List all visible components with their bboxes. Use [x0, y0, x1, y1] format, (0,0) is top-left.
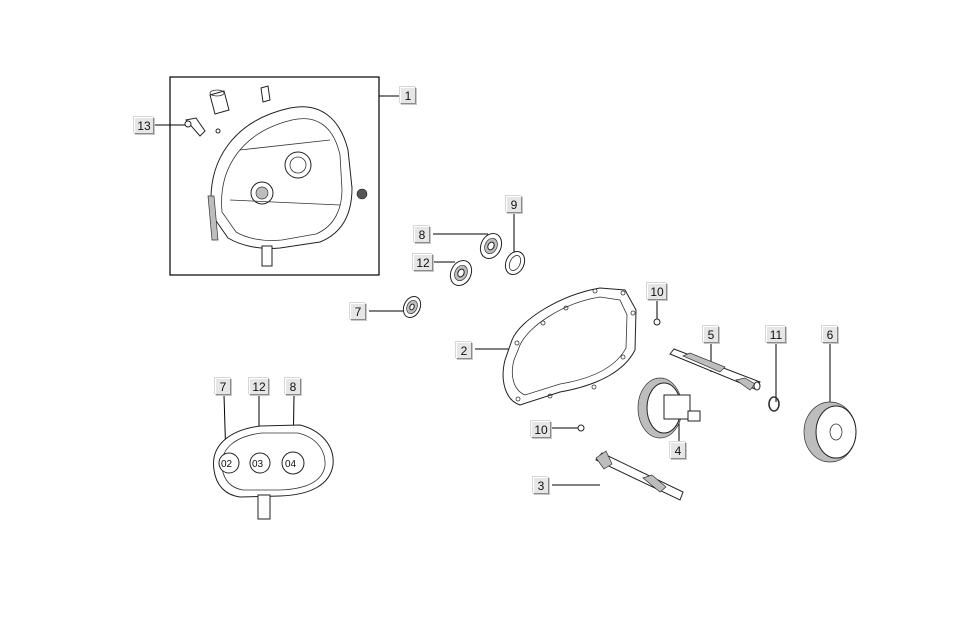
callout-10-upper[interactable]: 10 — [647, 283, 667, 300]
callout-8-housing[interactable]: 8 — [285, 378, 301, 395]
intermediate-gear-4 — [637, 377, 701, 439]
callout-13[interactable]: 13 — [134, 117, 154, 134]
callout-9[interactable]: 9 — [506, 196, 522, 213]
bearing-12 — [449, 259, 473, 287]
mark-03: 03 — [252, 459, 264, 470]
dowel-pin-upper — [653, 318, 661, 326]
bearing-8 — [479, 232, 503, 260]
gasket-part — [502, 287, 637, 406]
bearing-7 — [402, 295, 422, 319]
callout-11[interactable]: 11 — [766, 326, 786, 343]
output-shaft-5 — [669, 348, 761, 391]
callout-2[interactable]: 2 — [456, 342, 472, 359]
callout-8[interactable]: 8 — [414, 226, 430, 243]
callout-12-housing[interactable]: 12 — [249, 378, 269, 395]
circlip-11 — [768, 396, 780, 412]
callout-5[interactable]: 5 — [703, 326, 719, 343]
callout-6[interactable]: 6 — [822, 326, 838, 343]
callout-7-housing[interactable]: 7 — [215, 378, 231, 395]
oil-seal-9 — [504, 250, 526, 276]
dowel-pin-lower — [577, 424, 585, 432]
callout-1[interactable]: 1 — [400, 87, 416, 104]
primary-shaft-3 — [595, 450, 684, 501]
mark-04: 04 — [285, 459, 297, 470]
callout-7[interactable]: 7 — [350, 303, 366, 320]
gearbox-housing-part — [184, 85, 368, 267]
housing-bearing-locations: 02 03 04 — [213, 424, 334, 520]
final-gear-6 — [803, 401, 857, 463]
mark-02: 02 — [221, 459, 233, 470]
assembly-group-frame — [169, 76, 380, 276]
callout-12[interactable]: 12 — [413, 254, 433, 271]
callout-4[interactable]: 4 — [670, 442, 686, 459]
callout-3[interactable]: 3 — [533, 477, 549, 494]
callout-10-lower[interactable]: 10 — [531, 421, 551, 438]
